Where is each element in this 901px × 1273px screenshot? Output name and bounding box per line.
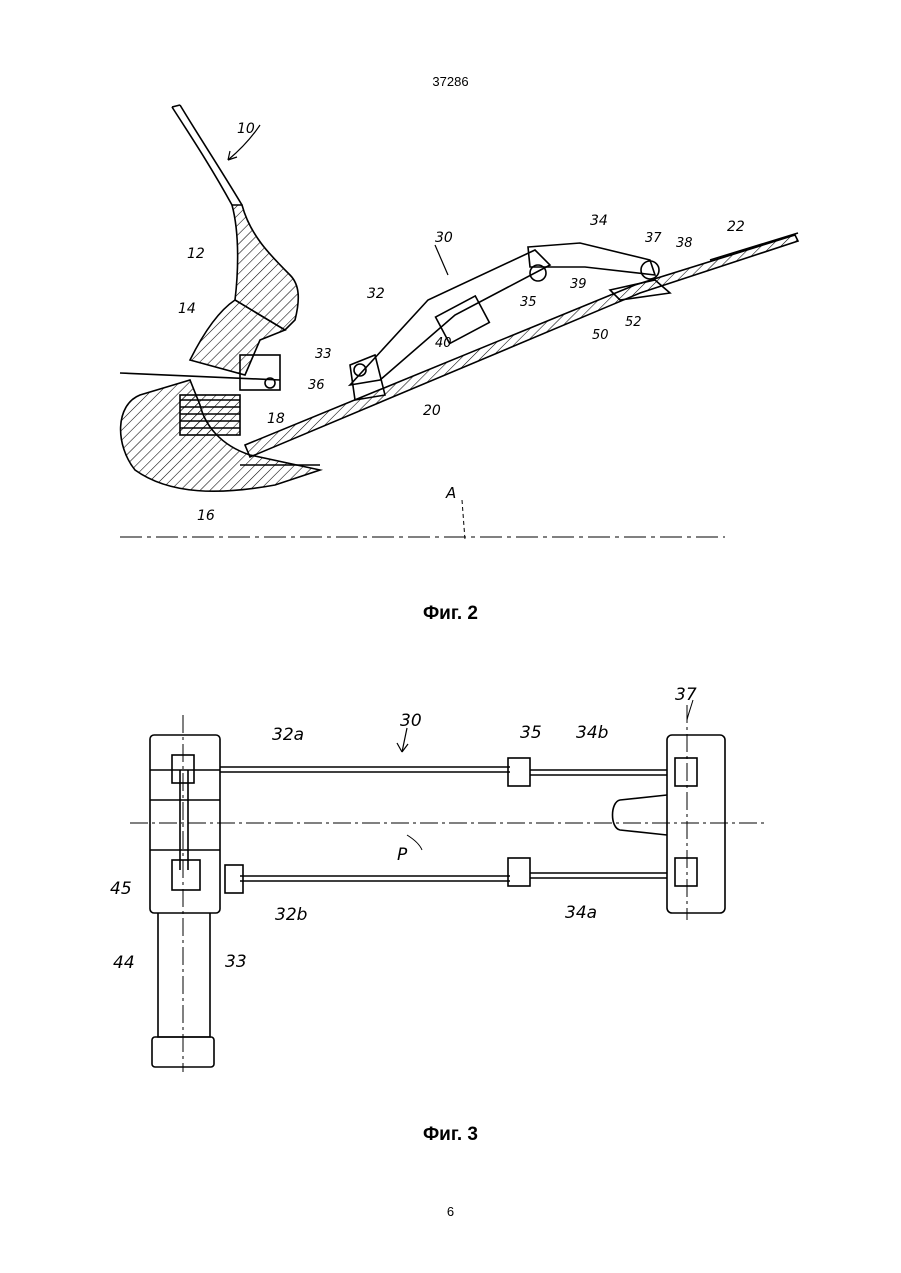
shaft-44 [158,913,210,1037]
label-35: 35 [520,295,537,310]
label-32a: 32a [272,725,304,745]
label-38: 38 [676,236,693,251]
seal-18 [180,395,240,435]
label-22: 22 [727,219,745,235]
joint-37-bottom [675,858,697,886]
joint-45 [225,865,243,893]
label-20: 20 [423,403,441,419]
joint-35-bottom [508,858,530,886]
label-12: 12 [187,246,205,262]
label-35: 35 [520,723,542,743]
label-34b: 34b [576,723,608,743]
label-45: 45 [110,879,132,899]
label-44: 44 [113,953,135,973]
label-32: 32 [367,286,385,302]
left-block [150,735,220,913]
figure-3-caption: Фиг. 3 [0,1124,901,1146]
right-boss [613,795,668,835]
joint-35-top [508,758,530,786]
label-39: 39 [570,277,587,292]
joint-37-top [675,758,697,786]
page-number: 6 [0,1204,901,1219]
label-14: 14 [178,301,196,317]
label-10: 10 [237,121,255,137]
label-37: 37 [675,685,697,705]
label-33: 33 [225,952,247,972]
label-a: A [445,484,456,502]
label-40: 40 [435,336,452,351]
label-52: 52 [625,315,642,330]
label-50: 50 [592,328,609,343]
label-16: 16 [197,508,215,524]
label-32b: 32b [275,905,307,925]
label-p: P [397,845,408,865]
joint-left-bottom [172,860,200,890]
label-34: 34 [590,213,608,229]
label-34a: 34a [565,903,597,923]
label-18: 18 [267,411,285,427]
label-30: 30 [400,711,422,731]
patent-number: 37286 [0,74,901,89]
label-37: 37 [645,231,662,246]
label-30: 30 [435,230,453,246]
inclined-wall-20 [245,235,798,457]
label-36: 36 [308,378,325,393]
duct-upper-wall [172,107,232,205]
label-33: 33 [315,347,332,362]
arm-34 [528,243,655,275]
figure-2-caption: Фиг. 2 [0,603,901,625]
figure-3-drawing: 30 32a 35 34b 37 P 45 32b 34a 44 33 [110,680,800,1075]
figure-2-drawing: 10 12 14 16 18 20 22 30 32 33 34 35 36 3… [110,95,800,560]
